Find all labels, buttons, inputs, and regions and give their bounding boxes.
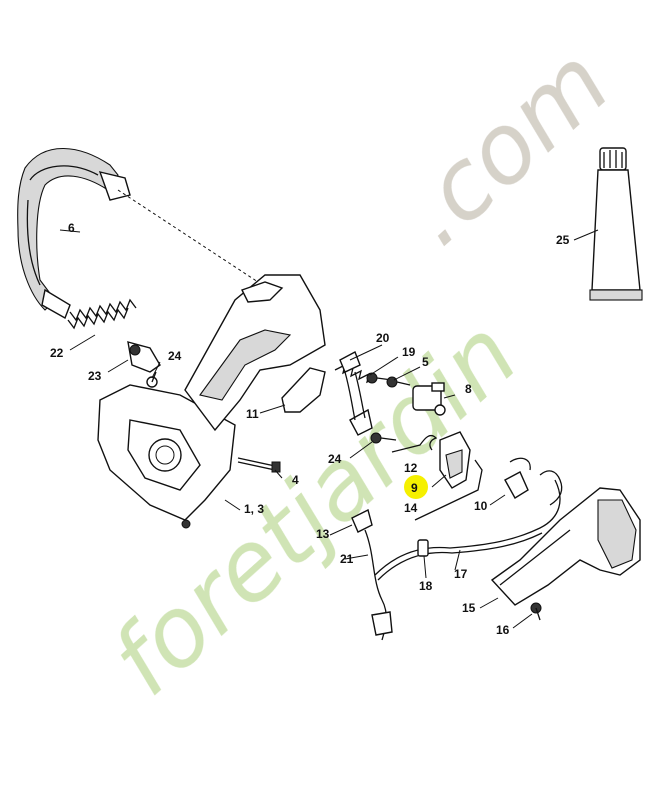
label-13[interactable]: 13 [316,527,330,541]
wire-left [364,529,393,641]
label-6[interactable]: 6 [68,221,75,235]
lockout-lever [439,431,471,489]
grease-tube [589,147,643,301]
part-labels: 6 22 23 24 20 19 5 8 11 24 4 1, 3 12 9 1… [50,221,570,637]
pin [412,382,446,416]
label-9[interactable]: 9 [411,481,418,495]
label-14[interactable]: 14 [404,501,418,515]
label-4[interactable]: 4 [292,473,299,487]
screw-mid [370,432,397,444]
label-23[interactable]: 23 [88,369,102,383]
label-19[interactable]: 19 [402,345,416,359]
label-24[interactable]: 24 [168,349,182,363]
leader-lines [59,229,599,629]
label-12[interactable]: 12 [404,461,418,475]
bracket [127,341,161,373]
contact-spring [504,457,531,499]
label-22[interactable]: 22 [50,346,64,360]
label-25[interactable]: 25 [556,233,570,247]
bolt [237,457,281,473]
handle-cover [490,487,641,606]
label-21[interactable]: 21 [340,552,354,566]
rear-housing [97,274,326,529]
label-24-mid[interactable]: 24 [328,452,342,466]
screw-cover [530,602,542,621]
handle-bar [17,148,259,320]
label-10[interactable]: 10 [474,499,488,513]
cable-harness [374,470,563,581]
trigger-spring [334,351,378,436]
throttle-trigger [281,367,326,413]
label-17[interactable]: 17 [454,567,468,581]
label-8[interactable]: 8 [465,382,472,396]
switch-connector [351,508,373,533]
highlight-dot [404,475,428,499]
label-16[interactable]: 16 [496,623,510,637]
label-20[interactable]: 20 [376,331,390,345]
screw-left [146,371,158,388]
label-18[interactable]: 18 [419,579,433,593]
label-15[interactable]: 15 [462,601,476,615]
label-5[interactable]: 5 [422,355,429,369]
screws-upper [366,372,411,388]
label-11[interactable]: 11 [246,407,259,421]
shift-rod [414,459,483,521]
watermark-domain: .com [380,26,630,267]
lever-spring [391,434,438,453]
spring [67,298,137,330]
label-1-3[interactable]: 1, 3 [244,502,264,516]
